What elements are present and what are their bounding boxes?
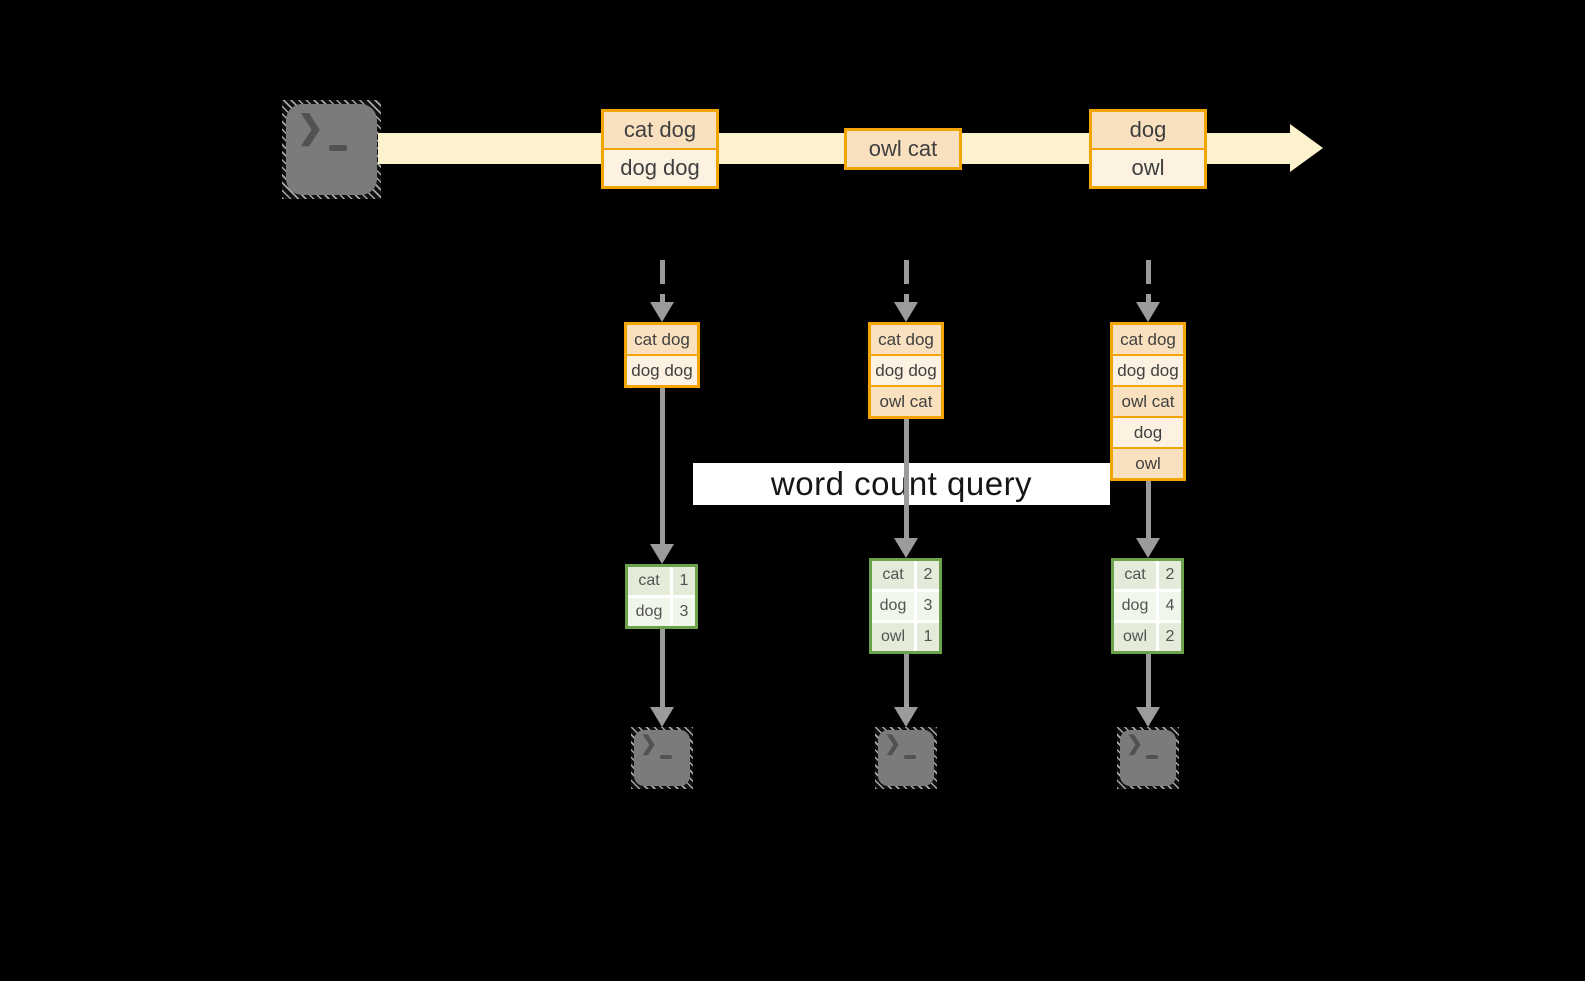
state-line: dog dog	[871, 356, 941, 385]
stream-record-3: dog owl	[1089, 109, 1207, 189]
state-line: cat dog	[871, 325, 941, 354]
count-value: 3	[917, 592, 939, 620]
terminal-prompt-chevron: ❯	[884, 732, 902, 755]
stream-record-1: cat dog dog dog	[601, 109, 719, 189]
terminal-prompt-chevron: ❯	[640, 732, 658, 755]
terminal-icon: ❯	[282, 100, 381, 199]
stream-record-2: owl cat	[844, 128, 962, 170]
record-line: dog dog	[604, 150, 716, 186]
count-table-3: cat 2 dog 4 owl 2	[1111, 558, 1184, 654]
record-line: owl	[1092, 150, 1204, 186]
terminal-icon: ❯	[1117, 727, 1179, 789]
count-value: 1	[917, 623, 939, 651]
terminal-prompt-cursor	[660, 754, 672, 759]
state-line: cat dog	[627, 325, 697, 354]
terminal-icon: ❯	[631, 727, 693, 789]
state-line: dog dog	[627, 356, 697, 385]
state-line: owl cat	[871, 387, 941, 416]
count-value: 4	[1159, 592, 1181, 620]
count-value: 2	[917, 561, 939, 589]
state-line: dog dog	[1113, 356, 1183, 385]
count-table-2: cat 2 dog 3 owl 1	[869, 558, 942, 654]
count-word: owl	[1114, 623, 1156, 651]
terminal-prompt-chevron: ❯	[296, 108, 324, 145]
count-word: owl	[872, 623, 914, 651]
terminal-prompt-chevron: ❯	[1126, 732, 1144, 755]
count-value: 1	[673, 567, 695, 595]
state-box-1: cat dog dog dog	[624, 322, 700, 388]
count-word: cat	[872, 561, 914, 589]
state-line: dog	[1113, 418, 1183, 447]
count-value: 2	[1159, 561, 1181, 589]
count-value: 2	[1159, 623, 1181, 651]
state-box-2: cat dog dog dog owl cat	[868, 322, 944, 419]
query-label: word count query	[770, 465, 1033, 502]
terminal-prompt-cursor	[328, 144, 348, 151]
state-line: owl cat	[1113, 387, 1183, 416]
record-line: cat dog	[604, 112, 716, 148]
state-line: cat dog	[1113, 325, 1183, 354]
count-word: dog	[628, 598, 670, 626]
count-table-1: cat 1 dog 3	[625, 564, 698, 629]
query-label-band: word count query	[693, 463, 1110, 505]
count-word: dog	[872, 592, 914, 620]
terminal-icon: ❯	[875, 727, 937, 789]
count-word: cat	[1114, 561, 1156, 589]
stream-arrowhead	[1290, 124, 1323, 172]
record-line: owl cat	[847, 131, 959, 167]
terminal-prompt-cursor	[1146, 754, 1158, 759]
record-line: dog	[1092, 112, 1204, 148]
terminal-prompt-cursor	[904, 754, 916, 759]
state-line: owl	[1113, 449, 1183, 478]
count-value: 3	[673, 598, 695, 626]
count-word: dog	[1114, 592, 1156, 620]
state-box-3: cat dog dog dog owl cat dog owl	[1110, 322, 1186, 481]
count-word: cat	[628, 567, 670, 595]
